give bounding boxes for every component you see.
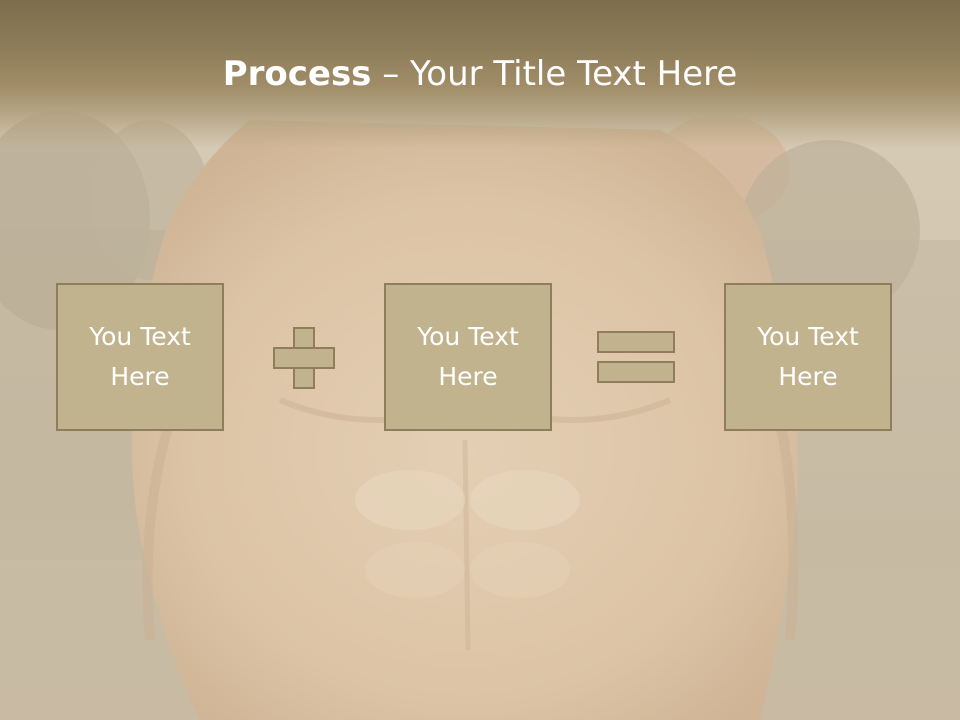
title-rest: – Your Title Text Here [371,54,738,94]
process-box-3: You Text Here [724,283,892,431]
equals-icon [597,331,675,383]
plus-icon [273,327,335,389]
process-box-2: You Text Here [384,283,552,431]
title-strong: Process [222,54,372,94]
process-box-1-text: You Text Here [89,322,191,391]
title-band [0,0,960,148]
process-box-3-text: You Text Here [757,322,859,391]
slide-title: Process – Your Title Text Here [0,50,960,98]
process-box-2-text: You Text Here [417,322,519,391]
process-box-1: You Text Here [56,283,224,431]
